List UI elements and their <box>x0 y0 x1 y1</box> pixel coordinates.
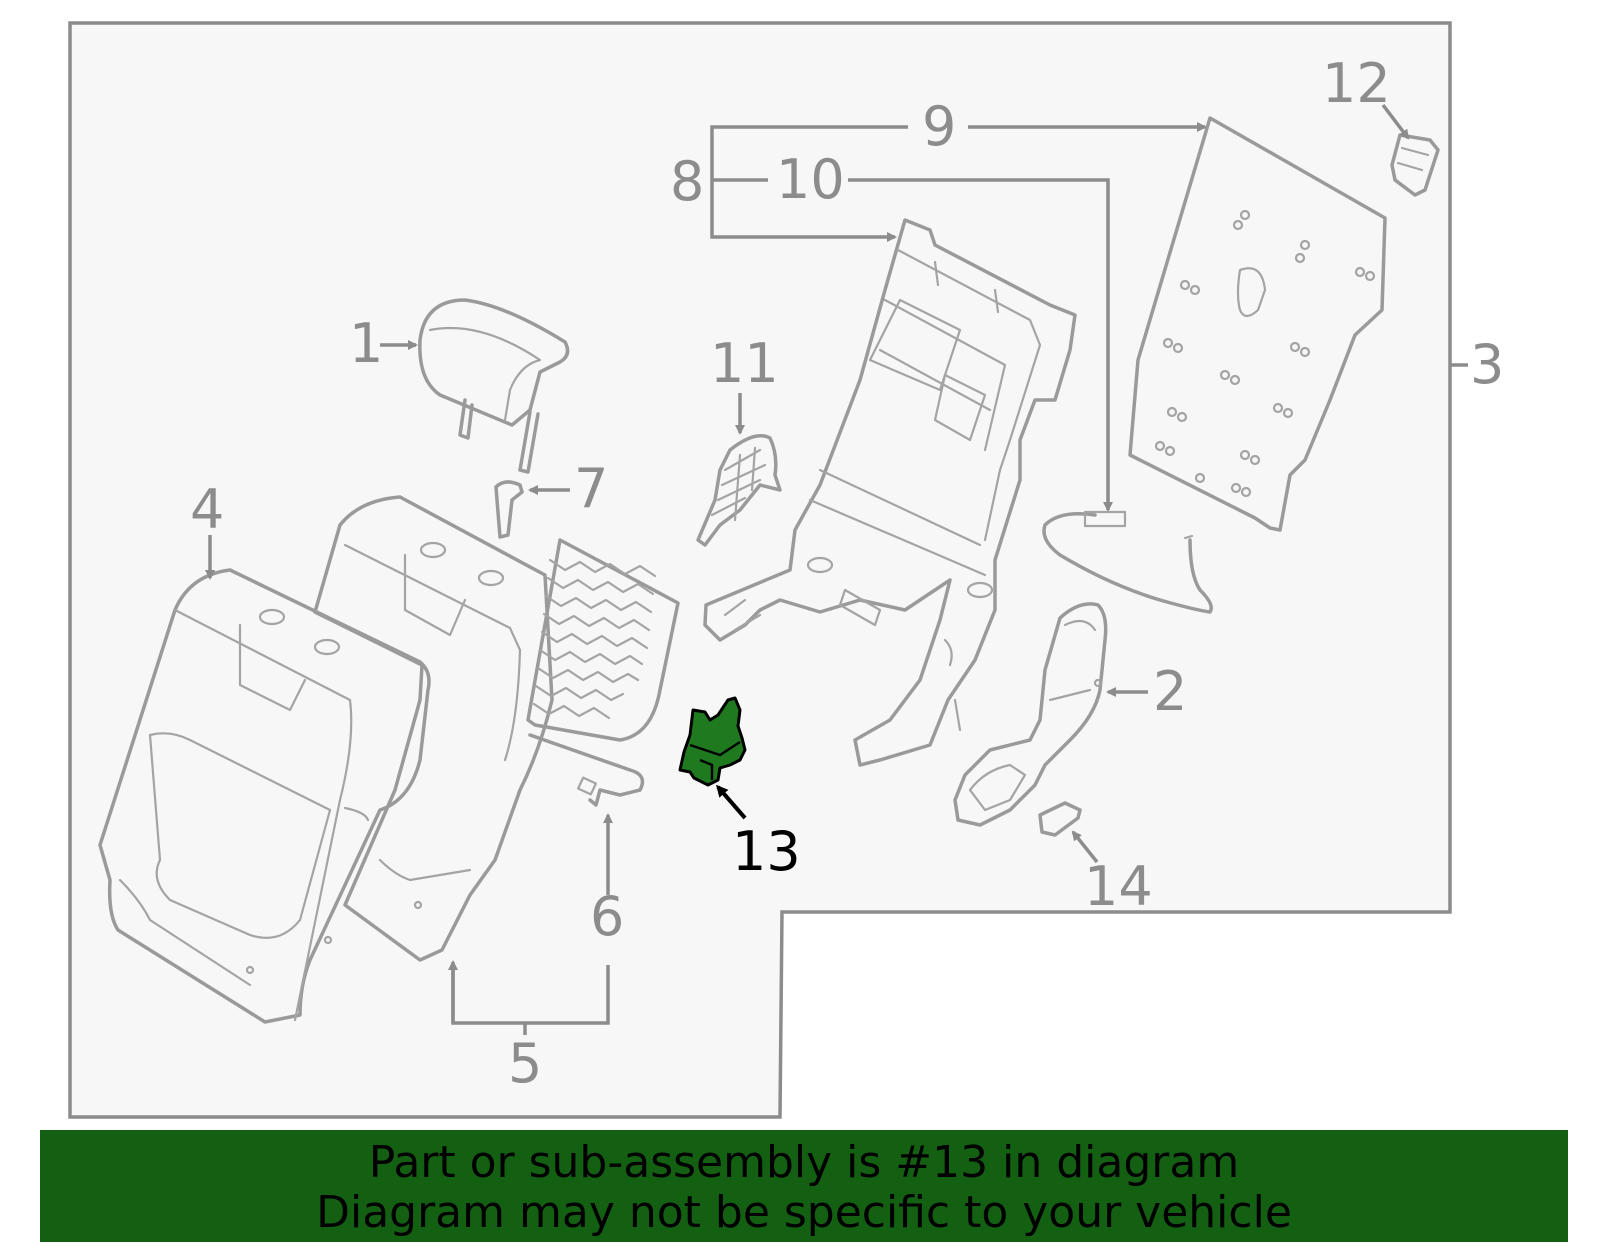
callout-3: 3 <box>1470 333 1504 396</box>
part-6-spring-mat <box>526 538 680 807</box>
part-12-clip <box>1390 133 1440 197</box>
callout-labels: 1 2 3 4 5 6 7 8 9 10 11 12 13 14 <box>190 52 1504 1095</box>
leader-10 <box>848 178 1113 512</box>
callout-5: 5 <box>508 1032 542 1095</box>
part-7-headrest-guide <box>494 480 524 539</box>
leader-14 <box>1071 830 1099 864</box>
callout-13-highlighted: 13 <box>732 820 801 883</box>
callout-9: 9 <box>922 95 956 158</box>
callout-6: 6 <box>590 885 624 948</box>
part-2-side-trim <box>953 602 1108 827</box>
part-13-highlighted-bracket <box>678 696 747 787</box>
callout-12: 12 <box>1322 52 1391 115</box>
diagram-border <box>68 21 1452 1119</box>
part-9-back-board <box>1128 116 1387 532</box>
leader-13 <box>716 784 747 820</box>
part-5-seatback-pad <box>245 495 554 975</box>
part-11-side-cover <box>696 434 782 547</box>
part-8-seatback-frame <box>703 218 1077 767</box>
callout-14: 14 <box>1084 855 1153 918</box>
banner-line-part-number: Part or sub-assembly is #13 in diagram <box>368 1137 1240 1188</box>
banner-line-disclaimer: Diagram may not be specific to your vehi… <box>316 1187 1292 1238</box>
info-banner: Part or sub-assembly is #13 in diagram D… <box>40 1130 1568 1242</box>
callout-2: 2 <box>1153 660 1187 723</box>
callout-8: 8 <box>670 150 704 213</box>
part-10-wire-harness <box>1042 510 1213 614</box>
leader-12 <box>1381 103 1410 140</box>
leader-8-top <box>710 125 908 180</box>
leader-lines <box>205 103 1468 1035</box>
part-4-seatback-cover <box>98 568 431 1024</box>
leader-8 <box>710 180 897 242</box>
part-1-headrest <box>418 298 570 474</box>
callout-11: 11 <box>710 332 779 395</box>
callout-1: 1 <box>349 312 383 375</box>
callout-7: 7 <box>574 457 608 520</box>
callout-4: 4 <box>190 478 224 541</box>
callout-10: 10 <box>776 148 845 211</box>
part-14-cap <box>1038 801 1082 837</box>
